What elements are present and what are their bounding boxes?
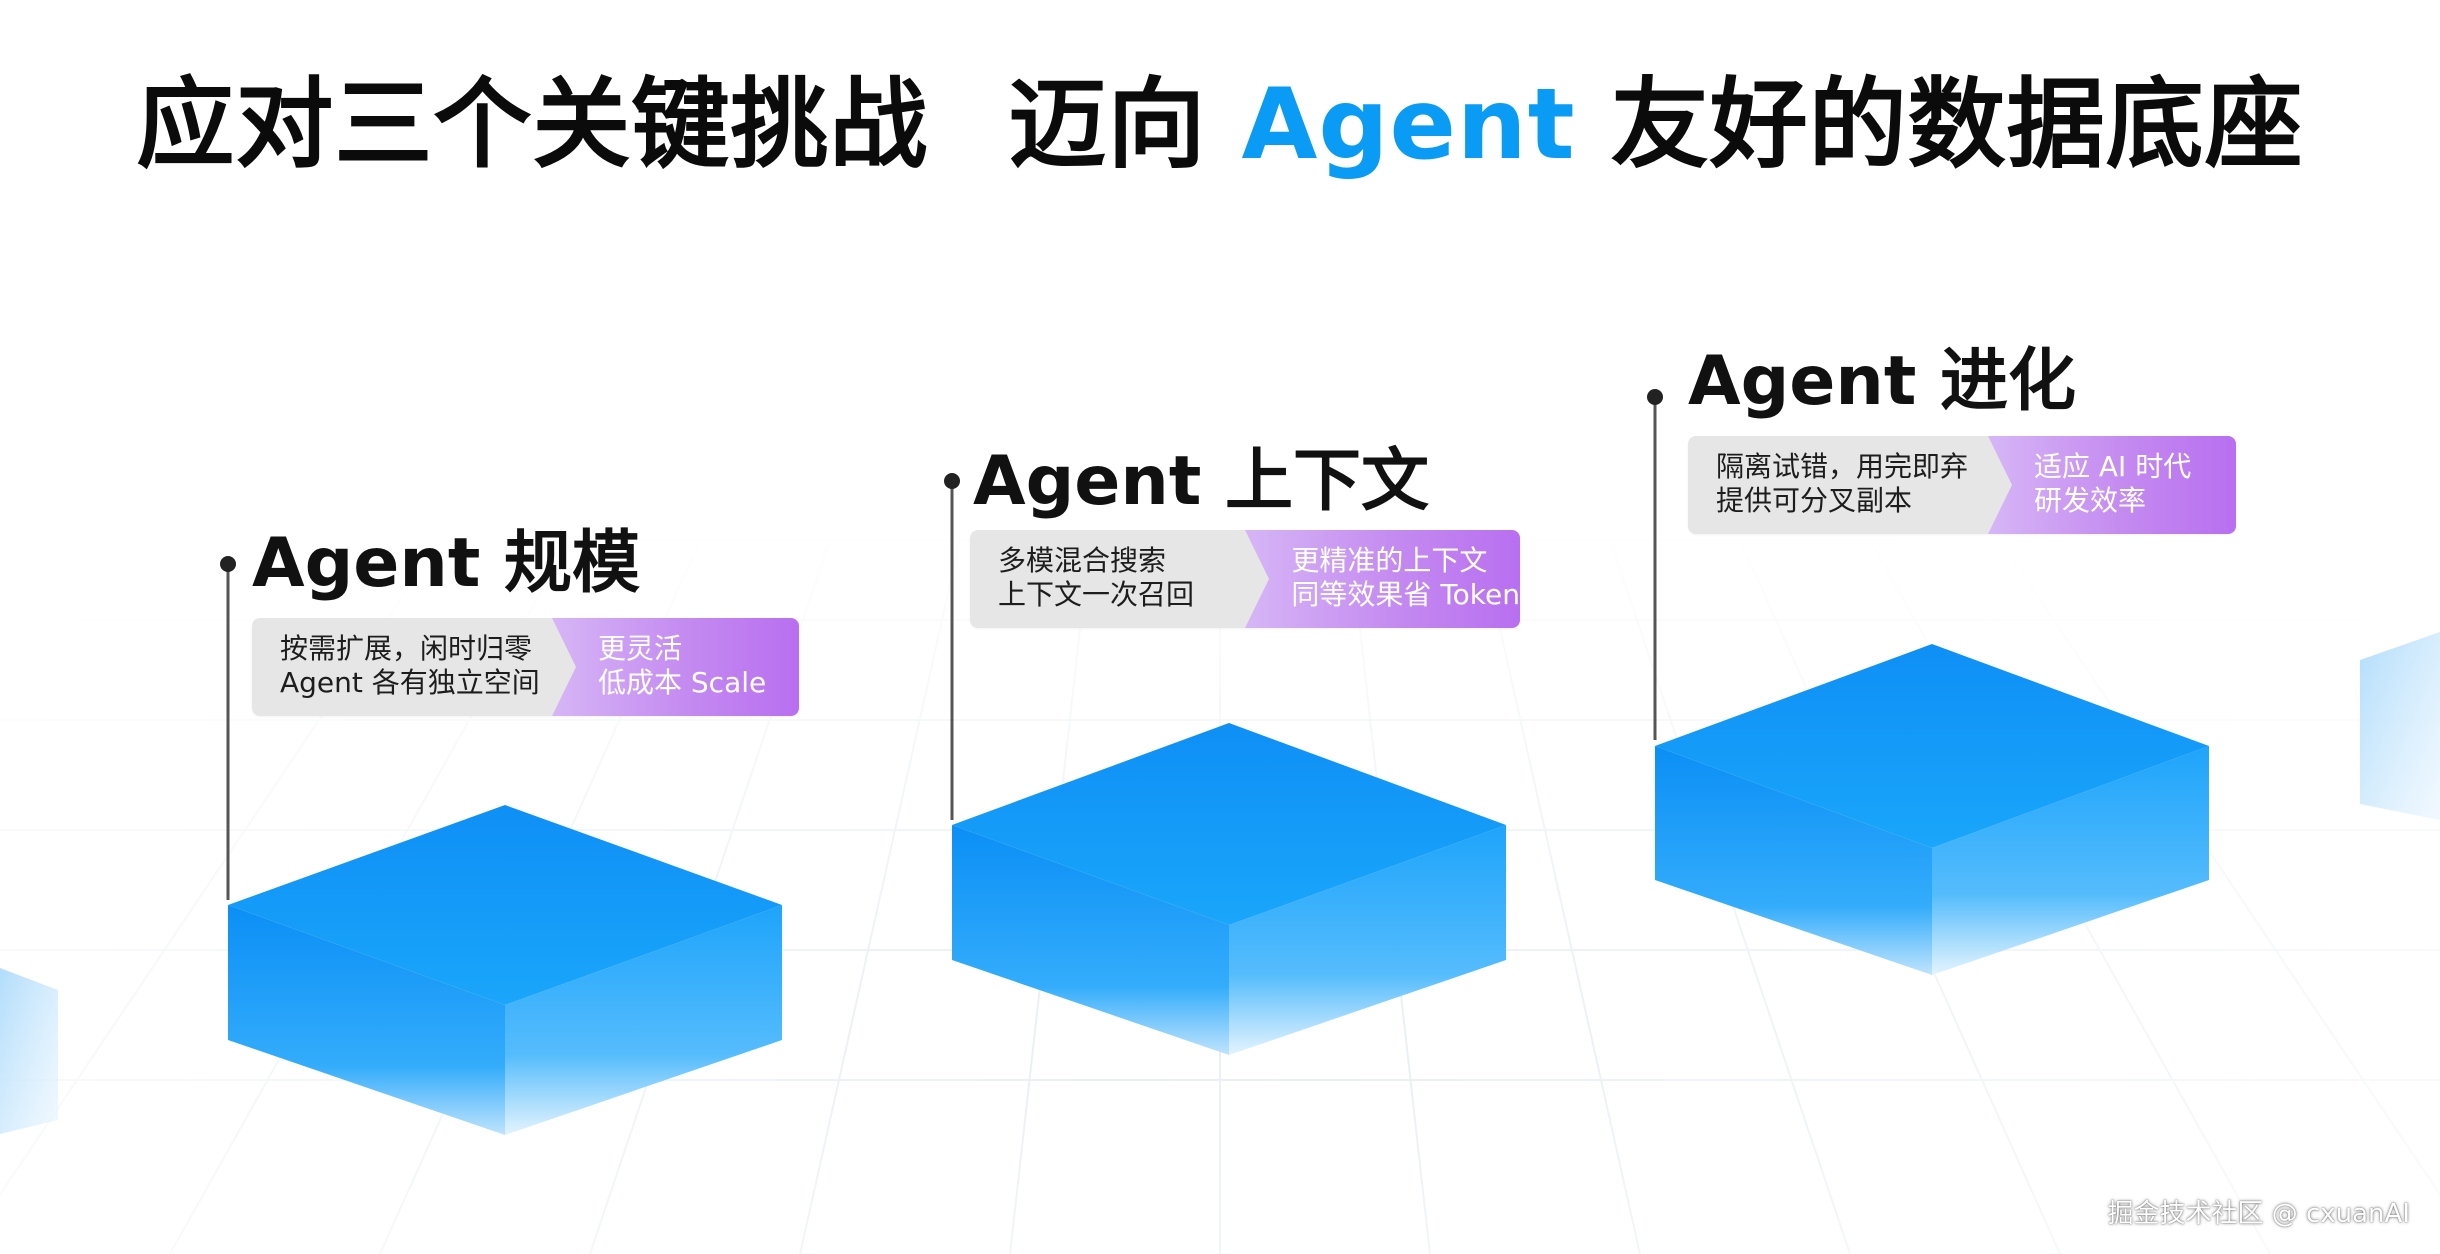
- block-2: [952, 723, 1506, 1055]
- page-title: 应对三个关键挑战迈向 Agent 友好的数据底座: [0, 45, 2440, 187]
- title-part2: 迈向: [1008, 68, 1207, 182]
- stage-1-challenge: 按需扩展，闲时归零 Agent 各有独立空间: [252, 618, 576, 716]
- ghost-block-left: [0, 968, 58, 1134]
- stage-3-benefit: 适应 AI 时代 研发效率: [1988, 436, 2236, 534]
- stage-3-benefit-line-2: 研发效率: [2034, 484, 2147, 517]
- stage-1-challenge-line-2: Agent 各有独立空间: [280, 666, 540, 699]
- pin-3: [1647, 389, 1663, 740]
- block-3: [1655, 644, 2209, 975]
- stage-1-title: Agent 规模: [252, 524, 641, 603]
- pin-1: [220, 556, 236, 900]
- stage-3-card: 隔离试错，用完即弃 提供可分叉副本 适应 AI 时代 研发效率: [1688, 436, 2236, 534]
- title-part1: 应对三个关键挑战: [136, 68, 929, 182]
- stage-1-benefit-line-1: 更灵活: [598, 632, 683, 665]
- stage-3-benefit-line-1: 适应 AI 时代: [2034, 450, 2192, 483]
- stage-3-challenge-line-2: 提供可分叉副本: [1716, 484, 1913, 517]
- title-part3: 友好的数据底座: [1610, 68, 2304, 182]
- stage-2-title: Agent 上下文: [973, 442, 1430, 521]
- stage-3-title: Agent 进化: [1688, 342, 2077, 421]
- watermark: 掘金技术社区 @ cxuanAI: [2107, 1199, 2410, 1229]
- stage-2-challenge: 多模混合搜索 上下文一次召回: [970, 530, 1270, 628]
- title-highlight: Agent: [1241, 68, 1576, 182]
- stage-1-benefit: 更灵活 低成本 Scale: [552, 618, 799, 716]
- stage-3-challenge: 隔离试错，用完即弃 提供可分叉副本: [1688, 436, 2012, 534]
- block-1: [228, 805, 782, 1135]
- stage-2-card: 多模混合搜索 上下文一次召回 更精准的上下文 同等效果省 Token: [970, 530, 1520, 628]
- stage-2-benefit: 更精准的上下文 同等效果省 Token: [1245, 530, 1520, 628]
- stage-2-benefit-line-1: 更精准的上下文: [1291, 544, 1488, 577]
- stage-2-challenge-line-2: 上下文一次召回: [998, 578, 1195, 611]
- stage-2-benefit-line-2: 同等效果省 Token: [1291, 578, 1520, 611]
- stage-3-challenge-line-1: 隔离试错，用完即弃: [1716, 450, 1969, 483]
- stage-1-card: 按需扩展，闲时归零 Agent 各有独立空间 更灵活 低成本 Scale: [252, 618, 799, 716]
- pin-2: [944, 473, 960, 820]
- stage-1-benefit-line-2: 低成本 Scale: [598, 666, 767, 699]
- stage-2-challenge-line-1: 多模混合搜索: [998, 544, 1167, 577]
- stage-1-challenge-line-1: 按需扩展，闲时归零: [280, 632, 533, 665]
- ghost-block-right: [2360, 632, 2440, 820]
